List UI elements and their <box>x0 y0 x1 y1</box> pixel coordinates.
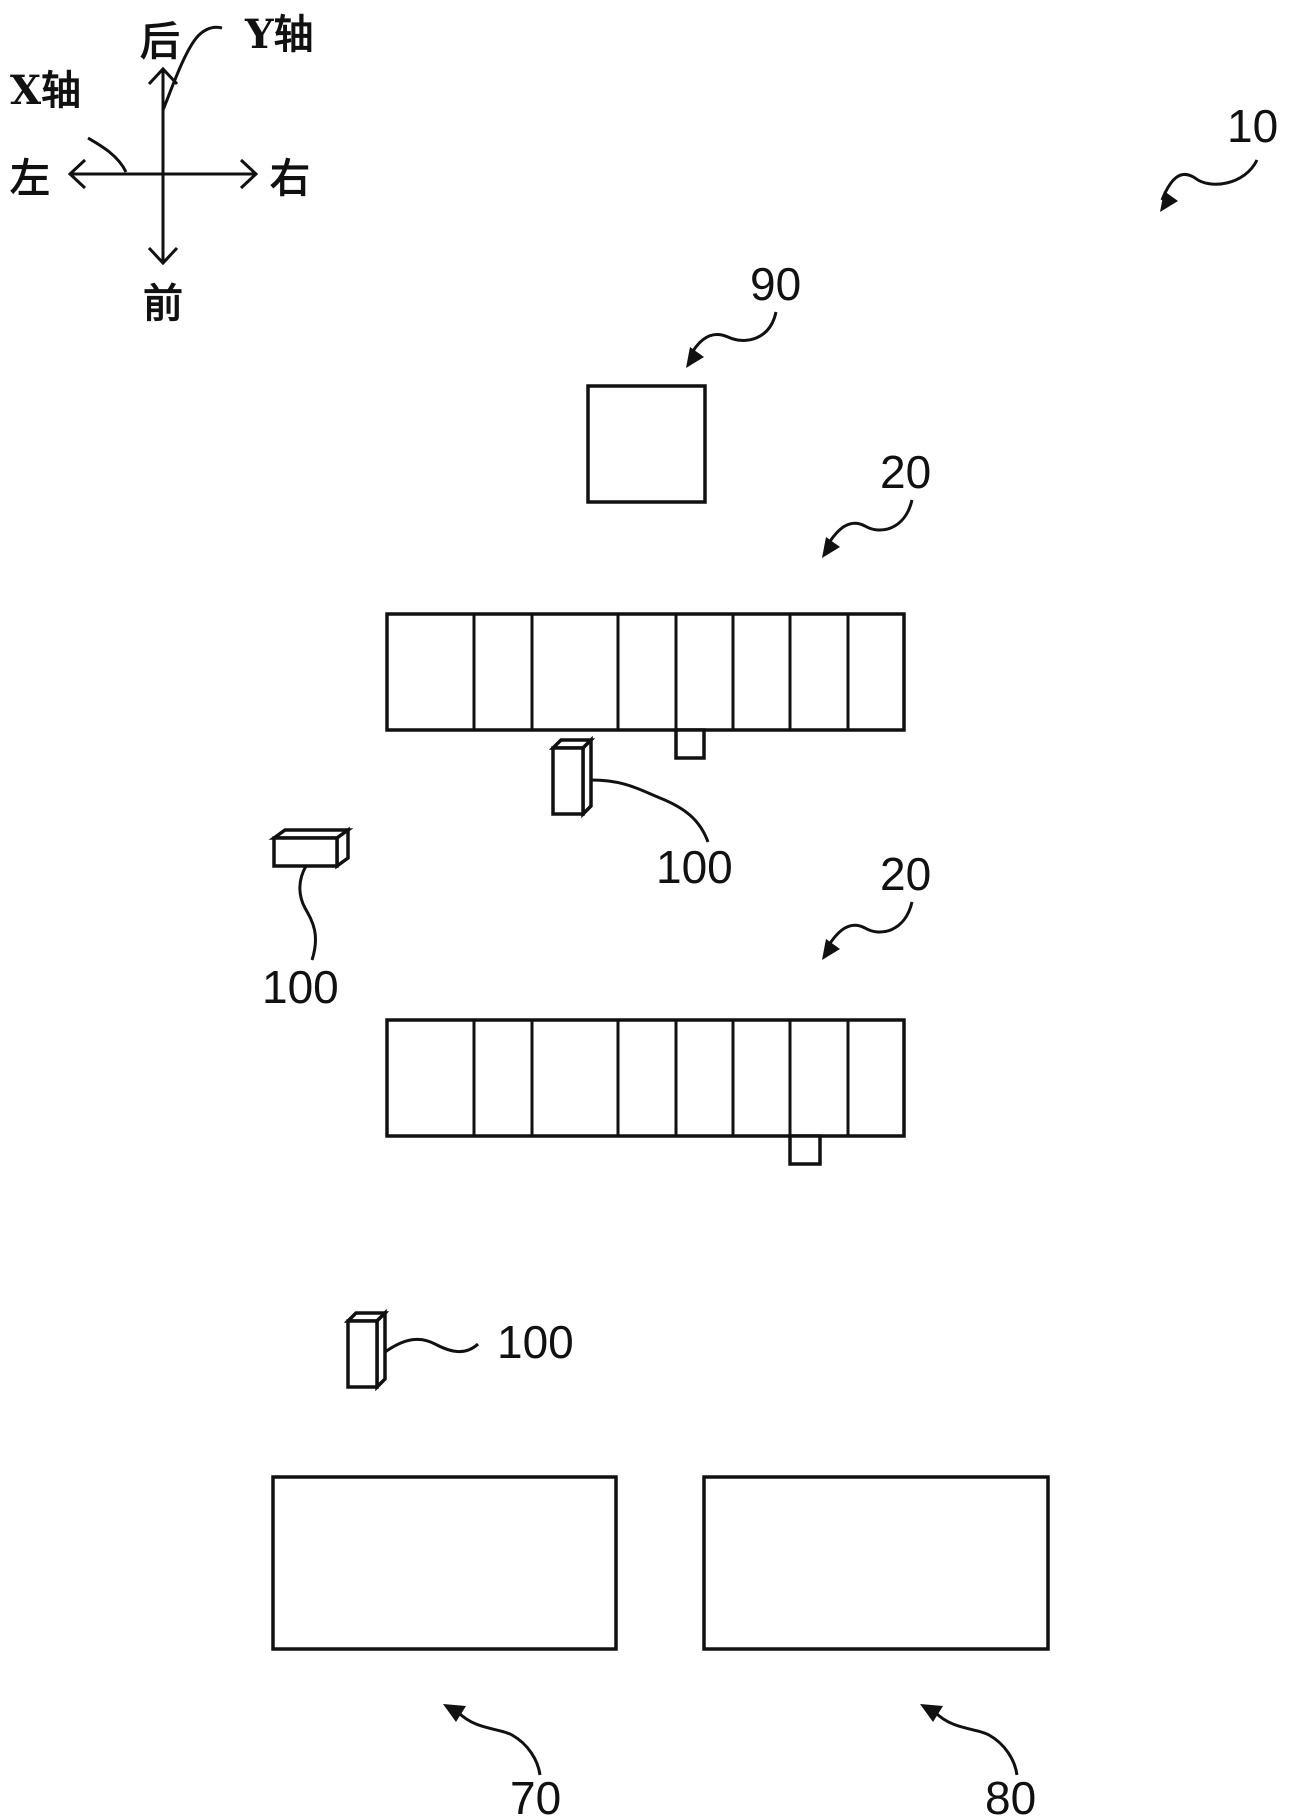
figure-leader <box>1160 159 1259 201</box>
robot-c: 100 <box>343 1308 574 1392</box>
rack-upper-label: 20 <box>880 446 931 498</box>
rack-lower-frame <box>385 1018 906 1138</box>
arrow-up-icon <box>147 66 179 86</box>
station-70-label: 70 <box>510 1772 561 1816</box>
arrow-down-icon <box>147 246 179 266</box>
station-70-box <box>271 1475 618 1651</box>
leader-arrow-icon <box>822 939 840 960</box>
station-70-leader <box>456 1710 542 1776</box>
rack-lower: 20 <box>385 848 931 1166</box>
robot-a-label: 100 <box>656 841 733 893</box>
robot-front-face <box>551 746 585 816</box>
station-80-leader <box>933 1710 1019 1776</box>
figure-reference: 10 <box>1160 100 1278 212</box>
robot-c-leader <box>384 1337 480 1354</box>
rack-lower-leader <box>825 901 914 949</box>
leader-arrow-icon <box>822 537 840 558</box>
rack-upper-frame <box>385 612 906 732</box>
leader-arrow-icon <box>920 1704 943 1722</box>
robot-b-leader <box>298 865 317 961</box>
left-label: 左 <box>10 155 50 202</box>
leader-arrow-icon <box>686 347 704 368</box>
robot-a-leader <box>590 778 710 843</box>
right-label: 右 <box>270 155 310 202</box>
rack-upper: 20 <box>385 446 931 760</box>
robot-c-label: 100 <box>497 1316 574 1368</box>
x-axis-leader <box>87 136 128 173</box>
leader-arrow-icon <box>1160 191 1178 212</box>
arrow-left-icon <box>67 158 87 190</box>
station-70: 70 <box>271 1475 618 1816</box>
block-90-box <box>586 384 707 504</box>
robot-a: 100 <box>548 735 733 893</box>
station-80-label: 80 <box>985 1772 1036 1816</box>
robot-front-face <box>272 836 339 868</box>
robot-front-face <box>346 1319 379 1389</box>
x-axis-label: X轴 <box>10 67 81 114</box>
robot-b-label: 100 <box>262 961 339 1013</box>
back-label: 后 <box>140 18 180 65</box>
axis-indicator: X轴 Y轴 左 右 后 前 <box>10 11 314 327</box>
station-80-box <box>702 1475 1050 1651</box>
arrow-right-icon <box>239 158 259 190</box>
station-80: 80 <box>702 1475 1050 1816</box>
y-axis-leader <box>161 25 223 111</box>
robot-b: 100 <box>262 826 354 1013</box>
block-90-leader <box>688 311 778 357</box>
rack-upper-leader <box>825 499 914 547</box>
rack-tab <box>788 1134 822 1166</box>
y-axis-label: Y轴 <box>244 11 314 58</box>
front-label: 前 <box>143 280 183 327</box>
block-90: 90 <box>586 258 801 504</box>
block-90-label: 90 <box>750 258 801 310</box>
rack-lower-label: 20 <box>880 848 931 900</box>
rack-tab <box>674 728 706 760</box>
figure-number: 10 <box>1227 100 1278 152</box>
leader-arrow-icon <box>443 1704 466 1722</box>
